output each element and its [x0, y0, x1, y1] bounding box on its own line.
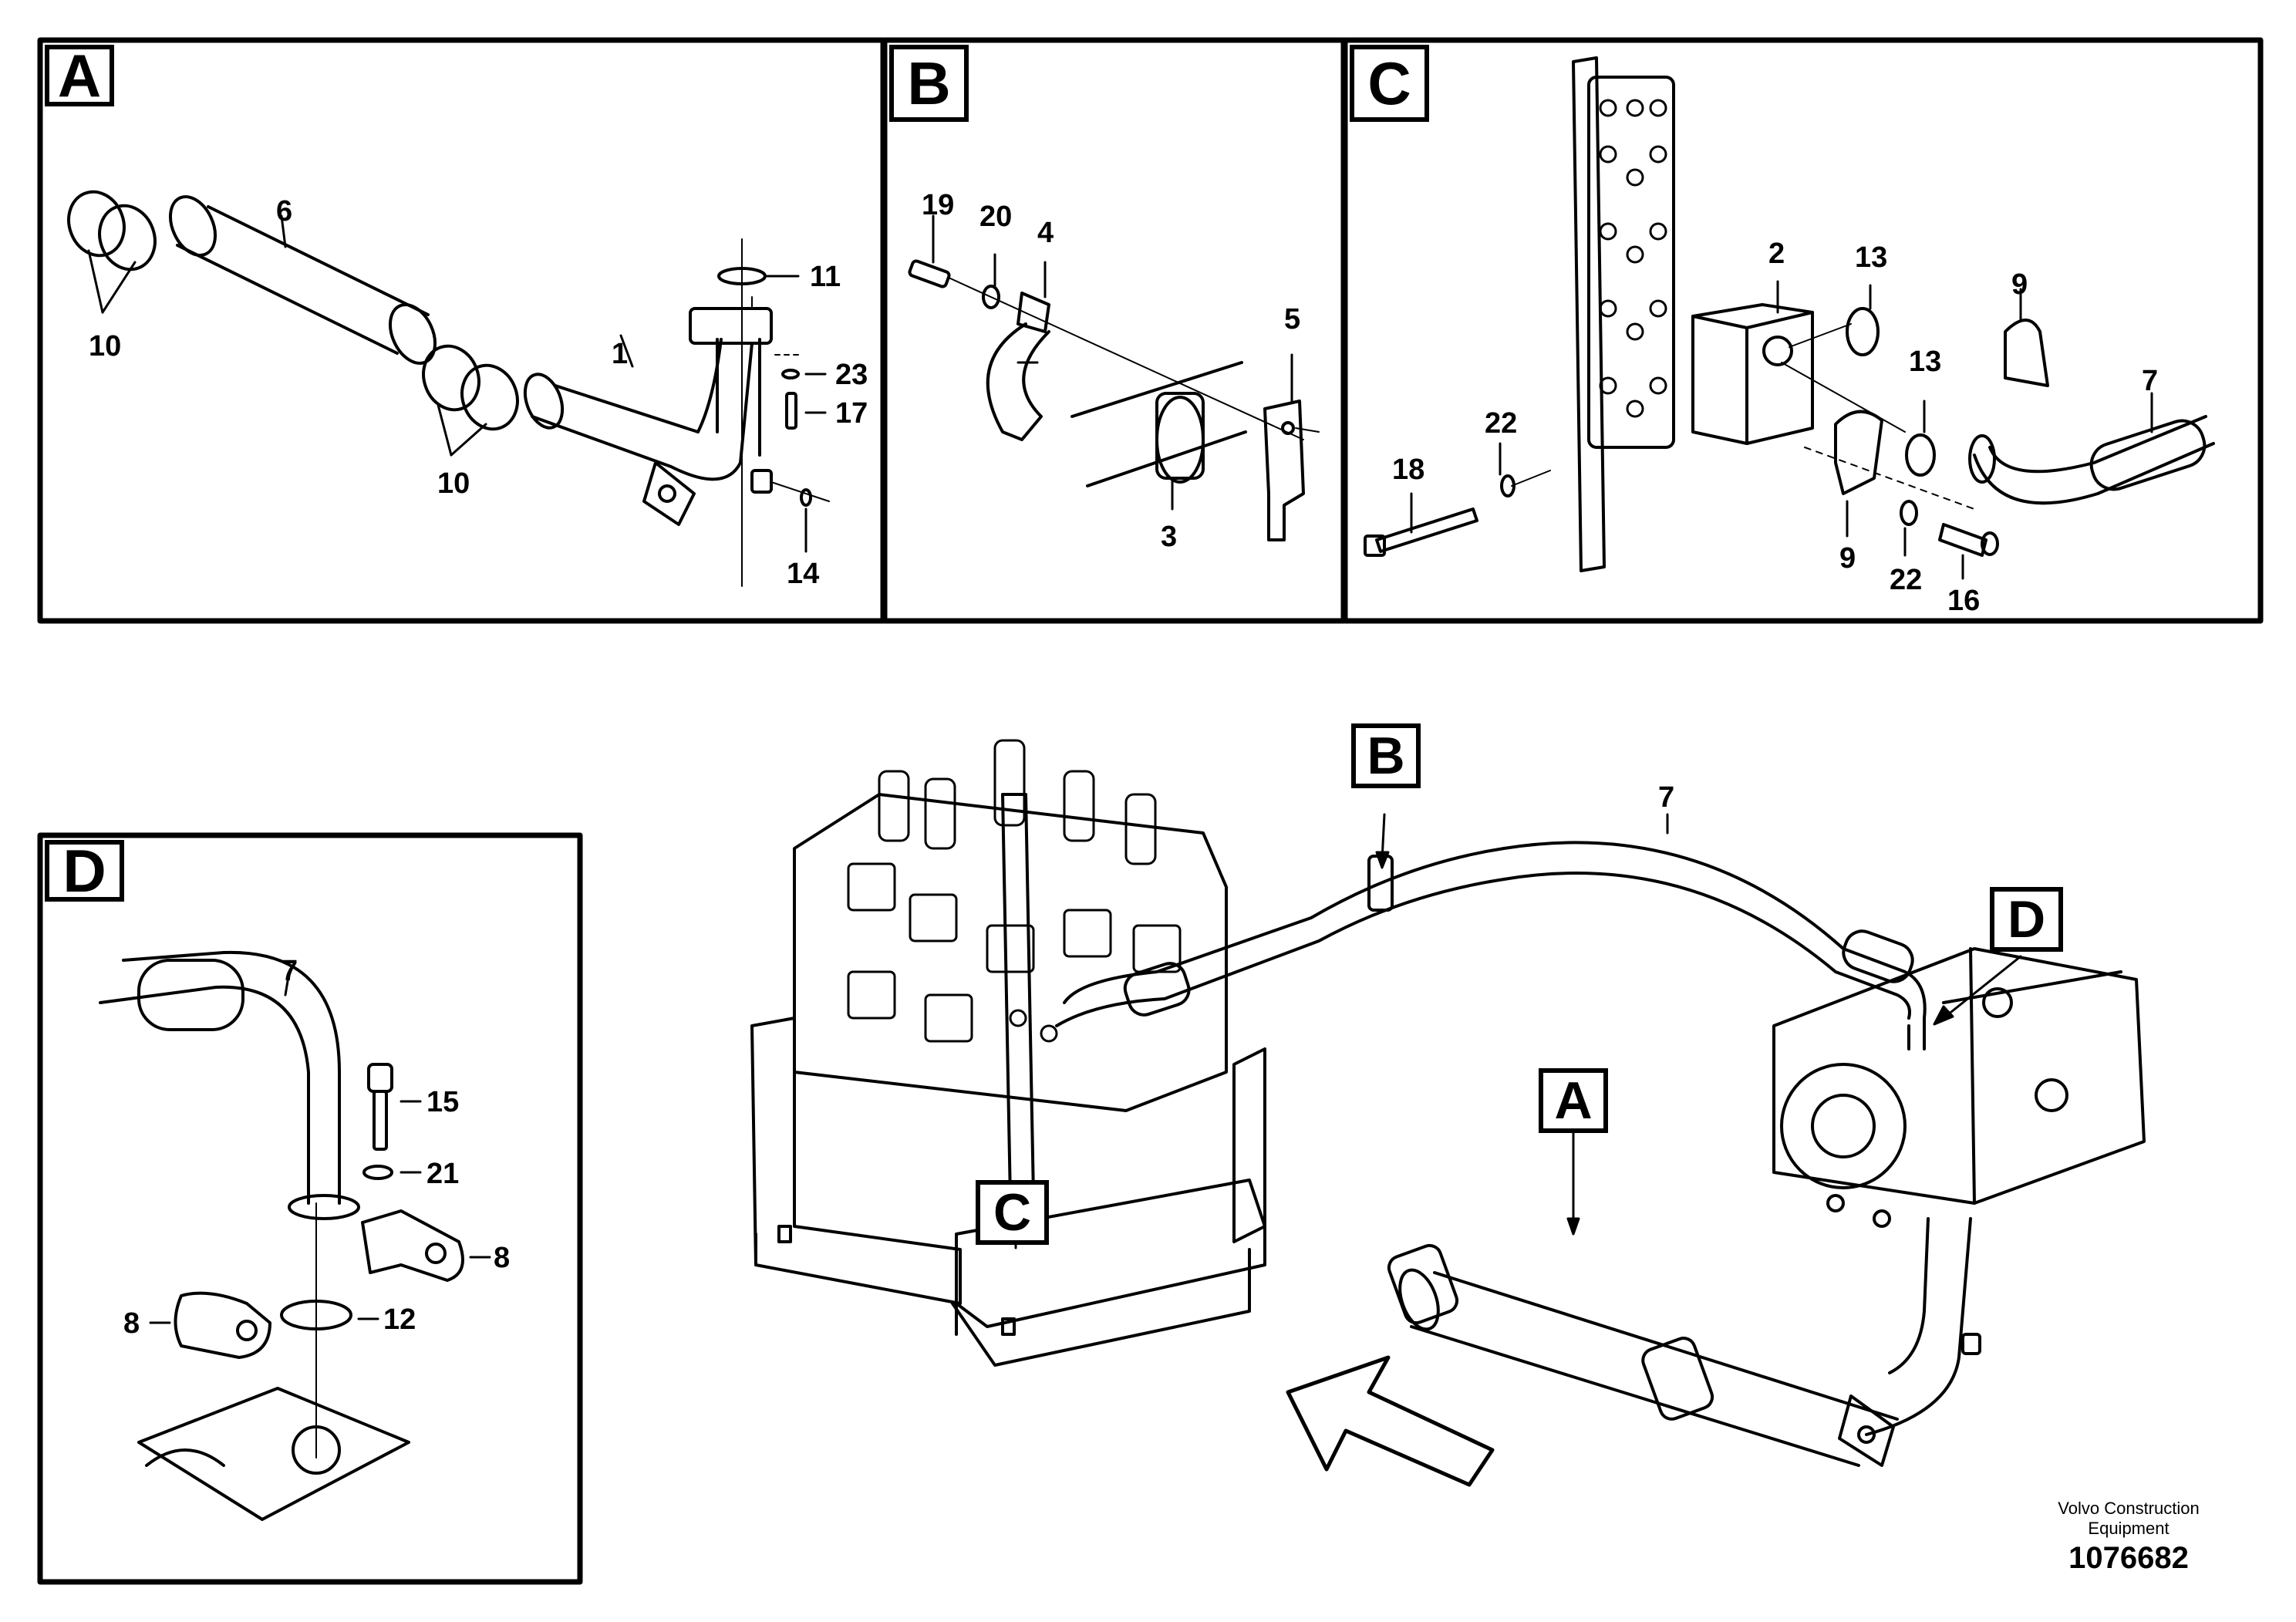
callout-c-18: 18 — [1392, 454, 1425, 486]
callout-d-15: 15 — [426, 1086, 460, 1118]
callout-b-19: 19 — [922, 189, 955, 221]
callout-b-3: 3 — [1161, 521, 1178, 553]
callout-c-22-bot: 22 — [1890, 564, 1923, 596]
callout-a-14: 14 — [787, 558, 820, 590]
drawing-number: 1076682 — [2068, 1541, 2189, 1575]
callout-c-13-mid: 13 — [1909, 346, 1942, 378]
callout-d-12: 12 — [383, 1303, 416, 1336]
callout-d-21: 21 — [426, 1158, 460, 1190]
callout-b-5: 5 — [1284, 303, 1301, 336]
panel-a-label: A — [45, 45, 114, 106]
panel-a-drawing — [67, 190, 830, 587]
callout-b-20: 20 — [979, 201, 1013, 233]
credit-line-1: Volvo Construction — [2058, 1499, 2200, 1518]
panel-d-drawing — [99, 950, 491, 1521]
callout-a-1: 1 — [612, 338, 629, 370]
overview-drawing — [750, 739, 2146, 1487]
callout-main-7: 7 — [1658, 781, 1675, 814]
callout-c-22-left: 22 — [1485, 407, 1518, 440]
callout-d-8-right: 8 — [494, 1242, 511, 1274]
panel-b-label: B — [889, 45, 969, 122]
panel-c-label: C — [1350, 45, 1429, 122]
overview-tag-a: A — [1539, 1068, 1608, 1133]
overview-tag-b: B — [1351, 723, 1421, 788]
panel-b-frame — [882, 37, 1347, 624]
credit-line-2: Equipment — [2088, 1519, 2170, 1538]
panel-c-drawing — [1364, 56, 2215, 580]
panel-b-drawing — [908, 214, 1320, 541]
callout-b-4: 4 — [1037, 217, 1054, 249]
panel-d-frame — [37, 832, 583, 1585]
panel-a-frame — [37, 37, 886, 624]
callout-c-7: 7 — [2142, 365, 2159, 397]
panel-c-frame — [1342, 37, 2264, 624]
callout-c-16: 16 — [1947, 585, 1981, 617]
callout-a-10-top: 10 — [89, 330, 122, 363]
overview-tag-d: D — [1990, 887, 2063, 952]
callout-c-2: 2 — [1768, 238, 1785, 270]
panel-d-label: D — [45, 840, 124, 902]
credit-company: Volvo Construction Equipment — [2036, 1499, 2221, 1539]
callout-d-7: 7 — [282, 955, 298, 987]
callout-c-9-bot: 9 — [1839, 542, 1856, 575]
overview-tag-c: C — [976, 1180, 1049, 1245]
callout-c-13-top: 13 — [1855, 241, 1888, 274]
callout-c-9-top: 9 — [2011, 268, 2028, 301]
callout-a-10-mid: 10 — [437, 467, 470, 500]
callout-a-23: 23 — [835, 359, 868, 391]
callout-a-6: 6 — [276, 195, 293, 228]
callout-a-11: 11 — [810, 261, 841, 293]
callout-a-17: 17 — [835, 397, 868, 430]
callout-d-8-left: 8 — [123, 1307, 140, 1340]
